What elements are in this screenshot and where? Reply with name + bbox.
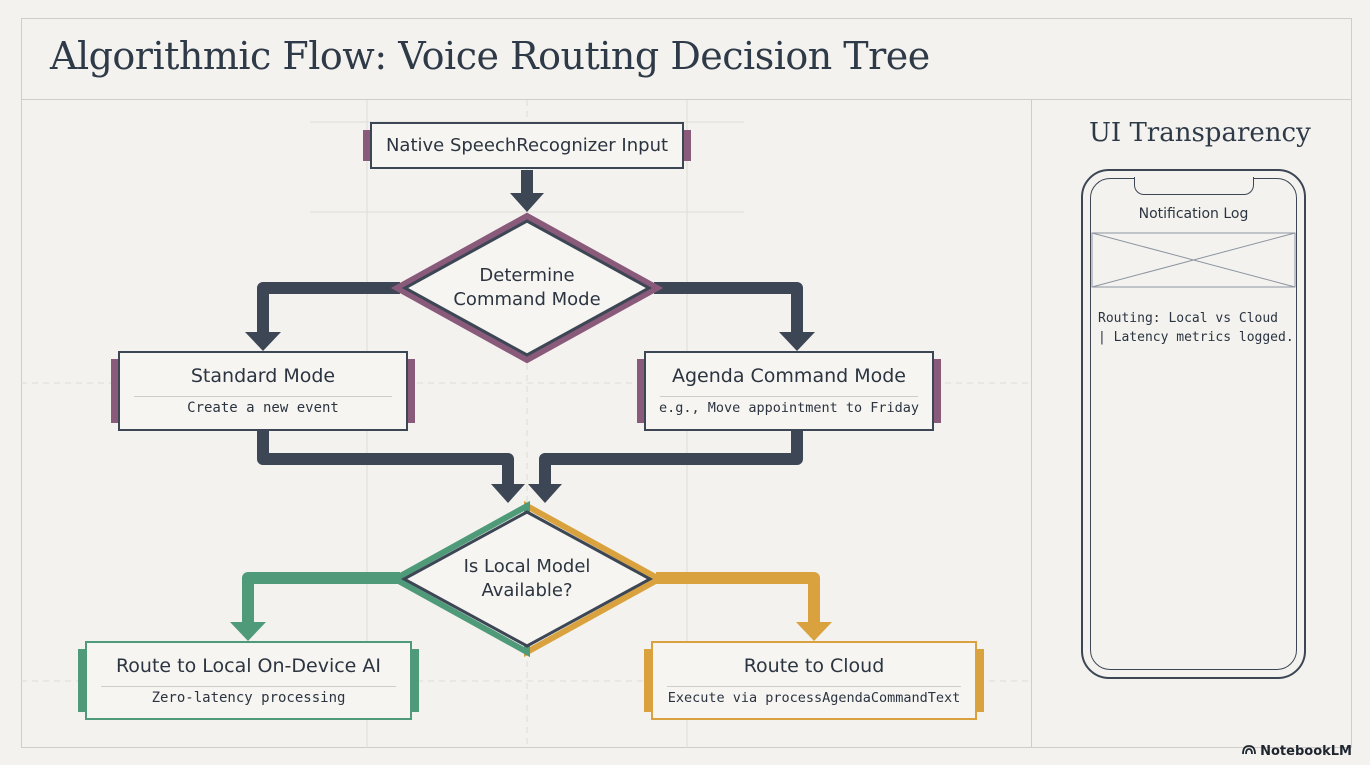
arrowhead-local [230,622,266,641]
agenda-mode-title: Agenda Command Mode [672,365,906,387]
cloud-node: Route to Cloud Execute via processAgenda… [644,641,984,720]
connector-decision-to-standard [257,282,400,334]
notebooklm-logo-icon [1242,744,1257,759]
local-ai-title: Route to Local On-Device AI [115,655,382,677]
connector-decision-to-agenda [654,282,803,334]
arrowhead-merge-right [528,484,562,503]
connector-standard-to-local-check [257,430,514,486]
brand-watermark: NotebookLM [1242,744,1352,759]
decision-mode-line2: Command Mode [453,289,601,310]
local-ai-subtitle: Zero-latency processing [151,690,346,706]
decision-mode-label: Determine Command Mode [427,264,627,312]
standard-mode-subtitle: Create a new event [187,400,339,416]
decision-local-line2: Available? [481,580,573,601]
agenda-mode-node: Agenda Command Mode e.g., Move appointme… [637,351,941,431]
connector-to-local [242,572,400,624]
connector-to-cloud [656,572,820,624]
decision-mode-diamond [390,212,664,364]
panel-title: UI Transparency [1089,118,1311,148]
decision-local-label: Is Local Model Available? [427,555,627,603]
cloud-subtitle: Execute via processAgendaCommandText [667,690,961,706]
input-node-label: Native SpeechRecognizer Input [385,135,669,156]
phone-screen [1090,178,1297,670]
notification-log-title: Notification Log [1138,206,1249,222]
arrowhead-decision [510,193,544,212]
brand-name: NotebookLM [1260,744,1352,759]
panel-divider [1031,100,1032,748]
decision-mode-line1: Determine [479,265,575,286]
phone-outline [1081,169,1306,679]
standard-mode-title: Standard Mode [190,365,336,387]
arrowhead-cloud [796,622,832,641]
arrowhead-standard [245,332,281,351]
standard-mode-node: Standard Mode Create a new event [111,351,415,431]
input-node: Native SpeechRecognizer Input [363,122,691,169]
title-bar [21,18,1352,100]
decision-local-diamond [388,500,666,658]
arrowhead-merge-left [491,484,525,503]
local-ai-node: Route to Local On-Device AI Zero-latency… [78,641,419,720]
connector-agenda-to-local-check [539,430,803,486]
image-placeholder [1091,232,1296,288]
log-line-1: Routing: Local vs Cloud [1098,311,1279,326]
agenda-mode-subtitle: e.g., Move appointment to Friday [658,400,920,416]
connectors [230,170,832,641]
decision-local-line1: Is Local Model [463,556,591,577]
arrowhead-agenda [779,332,815,351]
phone-notch [1134,177,1254,195]
page-title: Algorithmic Flow: Voice Routing Decision… [50,34,930,78]
log-line-2: | Latency metrics logged. [1098,330,1294,345]
cloud-title: Route to Cloud [743,655,885,677]
